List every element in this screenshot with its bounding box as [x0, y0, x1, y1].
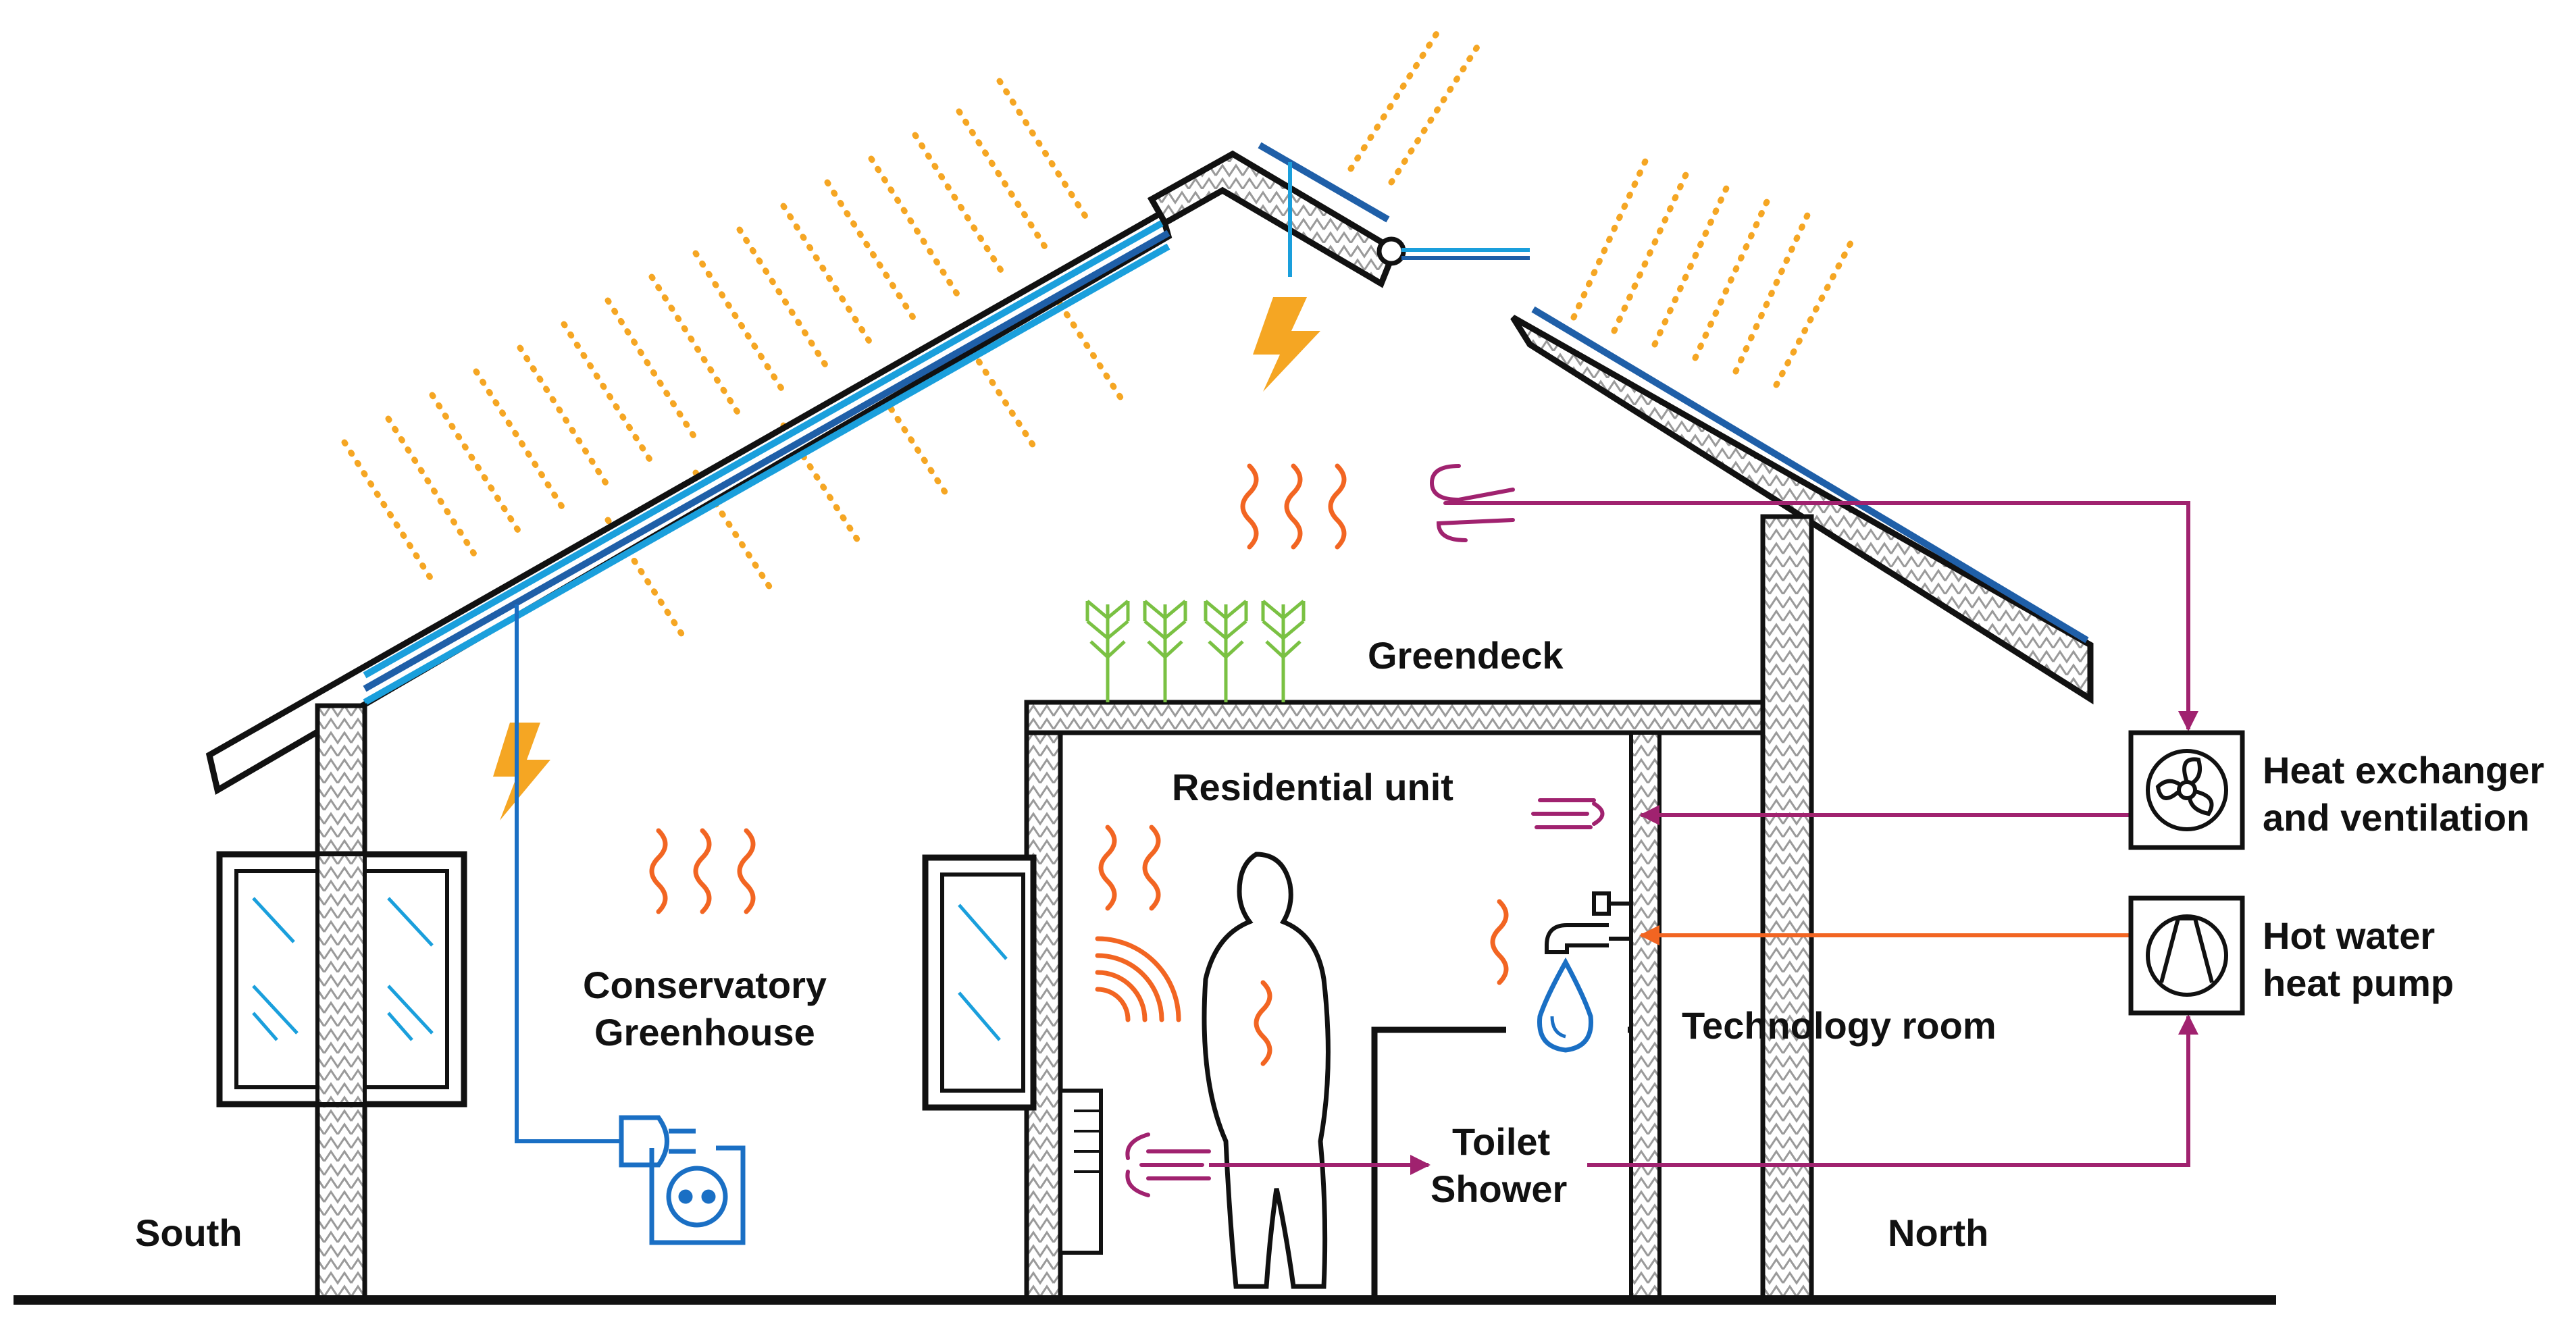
heat-pump-unit	[2128, 895, 2245, 1016]
lightning-icon	[493, 297, 1320, 820]
ridge-skylight	[1147, 142, 1530, 288]
water-drop-icon	[1537, 957, 1594, 1053]
label-hot-water: Hot water	[2263, 914, 2435, 957]
label-conservatory: Conservatory	[583, 964, 827, 1006]
label-shower: Shower	[1431, 1168, 1567, 1210]
right-roof	[1510, 306, 2094, 705]
label-toilet: Toilet	[1452, 1120, 1550, 1163]
air-flow-icon	[1125, 464, 1605, 1197]
hvac-lines	[1209, 501, 2198, 1175]
sun-rays	[341, 27, 1854, 638]
label-north: North	[1888, 1211, 1988, 1254]
socket-icon	[649, 1145, 746, 1245]
label-greenhouse: Greenhouse	[594, 1011, 815, 1053]
plug-icon	[619, 1115, 696, 1168]
electric-wiring	[515, 604, 746, 1245]
fan-icon	[2146, 749, 2228, 831]
person-icon	[1202, 852, 1331, 1289]
residential-unit	[922, 514, 1814, 1303]
heat-exchanger-unit	[2128, 730, 2245, 850]
heat-wave-icon	[649, 463, 1509, 1066]
label-ventilation: and ventilation	[2263, 796, 2529, 839]
label-south: South	[135, 1211, 242, 1254]
plant-icon	[1085, 600, 1306, 702]
south-wall	[216, 703, 467, 1303]
left-roof	[205, 208, 1173, 795]
label-technology-room: Technology room	[1682, 1004, 1997, 1047]
label-residential-unit: Residential unit	[1172, 766, 1453, 808]
label-greendeck: Greendeck	[1368, 634, 1564, 677]
label-heat-pump: heat pump	[2263, 962, 2454, 1004]
label-heat-exchanger: Heat exchanger	[2263, 749, 2544, 791]
faucet-icon	[1545, 891, 1631, 954]
heat-pump-icon	[2146, 914, 2228, 997]
